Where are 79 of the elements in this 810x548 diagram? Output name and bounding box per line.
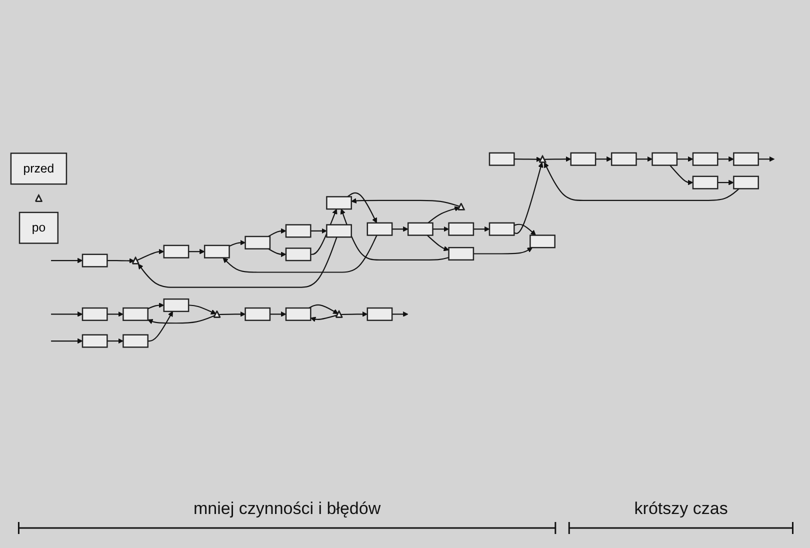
node-box bbox=[326, 196, 352, 210]
arrow bbox=[136, 249, 164, 262]
arrow bbox=[188, 305, 216, 315]
arrow bbox=[351, 198, 460, 208]
node-box: przed bbox=[10, 153, 68, 186]
arrow bbox=[51, 258, 83, 264]
node-box bbox=[692, 176, 718, 190]
arrow bbox=[718, 156, 734, 162]
arrow bbox=[310, 314, 338, 322]
node-box bbox=[610, 152, 637, 166]
arrow bbox=[473, 226, 490, 232]
node-box bbox=[326, 224, 352, 238]
arrow bbox=[392, 312, 408, 318]
node-box bbox=[244, 308, 271, 322]
node-box: po bbox=[18, 212, 59, 244]
node-box bbox=[448, 222, 474, 236]
node-box bbox=[285, 308, 312, 322]
arrow bbox=[51, 338, 83, 344]
node-box bbox=[570, 152, 596, 166]
dimension-label: mniej czynności i błędów bbox=[194, 499, 381, 520]
arrow bbox=[676, 156, 694, 162]
node-box bbox=[204, 245, 230, 259]
arrow bbox=[107, 338, 124, 344]
node-box bbox=[366, 308, 393, 322]
arrow bbox=[51, 312, 83, 318]
arrow bbox=[188, 249, 205, 255]
node-box bbox=[448, 247, 474, 261]
arrow bbox=[218, 312, 246, 318]
node-box bbox=[82, 308, 108, 322]
node-box bbox=[122, 334, 148, 348]
node-box bbox=[163, 298, 190, 312]
node-box bbox=[122, 308, 148, 322]
arrow bbox=[347, 192, 377, 224]
node-box bbox=[163, 245, 190, 259]
arrow bbox=[544, 156, 572, 162]
node-box bbox=[488, 152, 515, 166]
node-box bbox=[733, 176, 759, 190]
arrow bbox=[432, 226, 450, 232]
node-box bbox=[407, 222, 434, 236]
arrow bbox=[596, 156, 612, 162]
node-box bbox=[244, 236, 271, 250]
arrow bbox=[308, 304, 338, 314]
arrow bbox=[428, 206, 460, 224]
node-box bbox=[82, 254, 108, 268]
arrow bbox=[514, 162, 544, 234]
node-box bbox=[530, 235, 556, 249]
arrow bbox=[270, 312, 286, 318]
arrow bbox=[222, 235, 378, 274]
arrow bbox=[392, 226, 408, 232]
arrow bbox=[636, 156, 653, 162]
arrow bbox=[229, 240, 246, 248]
node-box bbox=[733, 152, 759, 166]
arrow bbox=[426, 235, 450, 252]
node-box bbox=[82, 334, 108, 348]
arrow bbox=[268, 248, 286, 258]
arrow bbox=[138, 237, 338, 288]
node-box bbox=[488, 222, 515, 236]
arrow bbox=[148, 312, 173, 342]
arrow bbox=[148, 302, 164, 310]
node-box bbox=[652, 152, 678, 166]
arrow bbox=[340, 209, 449, 261]
arrow bbox=[148, 315, 216, 325]
arrow bbox=[310, 228, 327, 234]
arrow bbox=[268, 228, 286, 238]
arrow bbox=[758, 156, 775, 162]
node-box bbox=[366, 222, 393, 236]
arrow bbox=[544, 162, 740, 202]
node-box bbox=[285, 224, 312, 238]
arrow bbox=[107, 258, 135, 264]
node-box bbox=[692, 152, 718, 166]
dimension-label: krótszy czas bbox=[634, 499, 728, 520]
arrow bbox=[718, 180, 734, 186]
node-box bbox=[285, 248, 312, 262]
arrow bbox=[514, 157, 542, 162]
arrow bbox=[670, 165, 694, 186]
arrow bbox=[107, 312, 124, 318]
arrow bbox=[340, 312, 368, 318]
arrow bbox=[473, 248, 533, 255]
arrow bbox=[514, 224, 536, 236]
